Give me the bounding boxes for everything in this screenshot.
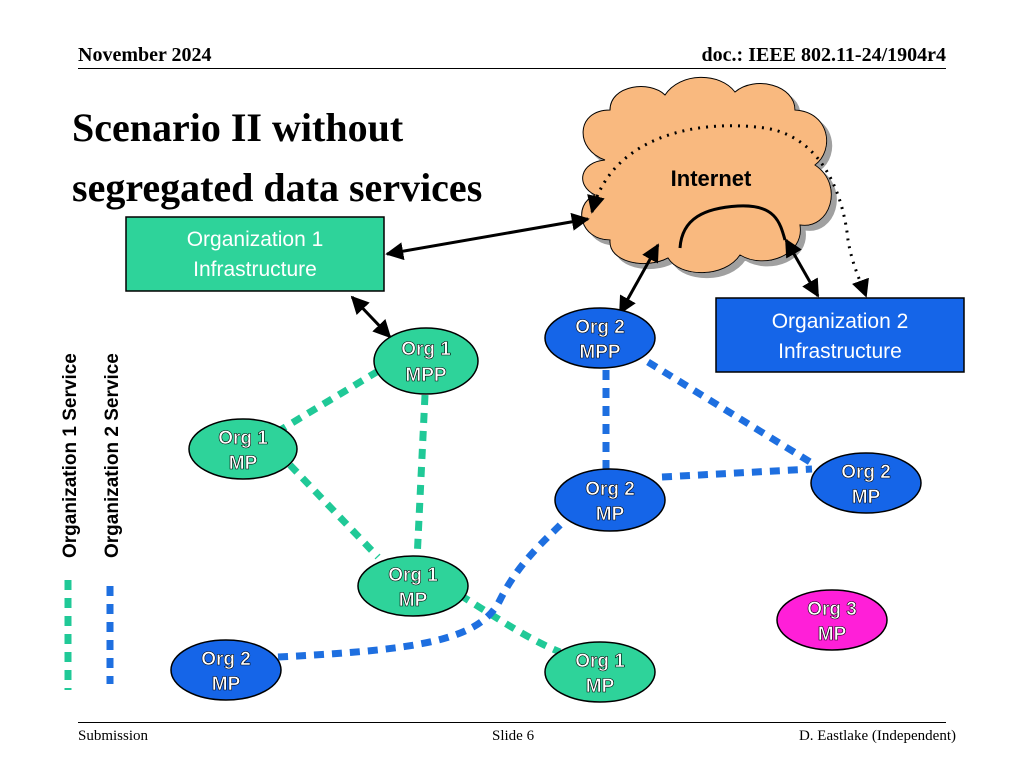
org1-infra-to-mpp-arrow (350, 295, 392, 339)
org1-infra-line2: Infrastructure (193, 258, 317, 281)
node-org2-mp-center-line1: Org 2 (585, 479, 635, 500)
header-rule (78, 68, 946, 69)
node-org1-mp-center-line2: MP (399, 590, 428, 611)
header-date: November 2024 (78, 44, 212, 66)
org2-infra-line2: Infrastructure (778, 340, 902, 363)
slide-title: Scenario II without segregated data serv… (72, 105, 483, 210)
org2-internet-dotted-path (587, 124, 869, 298)
node-org2-mp-bottom-left-line2: MP (212, 674, 241, 695)
footer-submission: Submission (78, 728, 149, 744)
node-org1-mp-center: Org 1 MP (357, 555, 469, 617)
footer-rule (78, 722, 946, 723)
org2-infra-line1: Organization 2 (772, 310, 909, 333)
node-org1-mpp-line1: Org 1 (401, 339, 451, 360)
org2-service-links (277, 359, 817, 661)
node-org2-mp-right-line2: MP (852, 487, 881, 508)
footer-slide-number: Slide 6 (492, 728, 535, 744)
org1-infra-to-internet-arrow (385, 212, 590, 261)
header-doc-id: doc.: IEEE 802.11-24/1904r4 (701, 44, 946, 66)
node-org2-mpp-line2: MPP (579, 342, 621, 363)
org1-infra-line1: Organization 1 (187, 228, 324, 251)
legend-org2-label: Organization 2 Service (102, 353, 123, 558)
node-org2-mpp-line1: Org 2 (575, 317, 625, 338)
node-org1-mp-left: Org 1 MP (188, 418, 298, 480)
org1-infrastructure-box (125, 216, 385, 292)
node-org2-mpp: Org 2 MPP (544, 307, 656, 369)
node-org2-mp-center: Org 2 MP (554, 468, 666, 532)
org1-service-links (275, 367, 562, 656)
footer-author: D. Eastlake (Independent) (798, 728, 956, 744)
node-org1-mpp: Org 1 MPP (373, 327, 479, 395)
node-org2-mp-center-line2: MP (596, 504, 625, 525)
cloud-label: Internet (671, 166, 752, 191)
node-org2-mp-right: Org 2 MP (810, 452, 922, 514)
node-org3-mp-line1: Org 3 (807, 599, 857, 620)
node-org1-mp-bottom-line2: MP (586, 676, 615, 697)
node-org2-mp-bottom-left: Org 2 MP (170, 639, 282, 701)
org2-infrastructure-box (715, 297, 965, 373)
node-org1-mp-bottom: Org 1 MP (544, 641, 656, 703)
internet-to-org2-infra-arrow (784, 238, 820, 298)
node-org1-mp-center-line1: Org 1 (388, 565, 438, 586)
internet-solid-route (678, 204, 787, 249)
node-org2-mp-bottom-left-line1: Org 2 (201, 649, 251, 670)
node-org1-mp-left-line2: MP (229, 453, 258, 474)
node-org1-mp-left-line1: Org 1 (218, 428, 268, 449)
node-org3-mp: Org 3 MP (776, 589, 888, 651)
legend-org1-label: Organization 1 Service (60, 353, 81, 558)
internet-to-org2-mpp-arrow (618, 243, 660, 315)
node-org2-mp-right-line1: Org 2 (841, 462, 891, 483)
node-org1-mpp-line2: MPP (405, 365, 447, 386)
node-org1-mp-bottom-line1: Org 1 (575, 651, 625, 672)
node-org3-mp-line2: MP (818, 624, 847, 645)
